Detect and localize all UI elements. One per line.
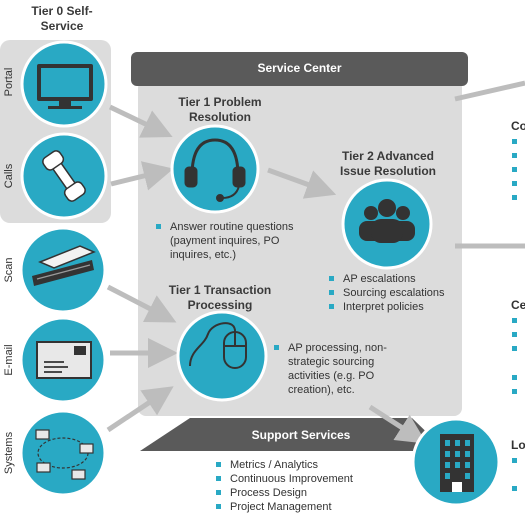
tier1-problem-title-line2: Resolution bbox=[189, 110, 251, 124]
tier1-processing-bullets: AP processing, non-strategic sourcing ac… bbox=[274, 341, 416, 397]
envelope-icon bbox=[36, 341, 92, 379]
right-panel-top-bullet bbox=[512, 153, 517, 158]
headset-icon bbox=[184, 138, 246, 202]
tier1-problem-bullets: Answer routine questions (payment inquir… bbox=[156, 220, 314, 262]
arrow-systems-to-processing bbox=[106, 386, 174, 433]
service-center-header: Service Center bbox=[257, 61, 342, 75]
right-panel-middle-bullet bbox=[512, 375, 517, 380]
portal-label: Portal bbox=[3, 67, 15, 97]
right-panel-bottom-title: Lo bbox=[511, 438, 525, 452]
right-panel-middle-bullet bbox=[512, 332, 517, 337]
tier2-title-line2: Issue Resolution bbox=[339, 164, 437, 178]
right-panel-middle-bullet bbox=[512, 389, 517, 394]
tier1-processing-bullet: AP processing, non-strategic sourcing ac… bbox=[274, 341, 416, 397]
tier1-problem-title: Tier 1 Problem Resolution bbox=[150, 95, 290, 125]
email-label: E-mail bbox=[3, 344, 15, 376]
mouse-icon bbox=[189, 322, 247, 369]
phone-icon bbox=[42, 150, 86, 202]
scan-label: Scan bbox=[3, 257, 15, 283]
arrow-tier1-to-tier2 bbox=[267, 167, 337, 199]
tier0-title: Tier 0 Self-Service bbox=[31, 4, 93, 33]
tier1-problem-bullet: Answer routine questions (payment inquir… bbox=[156, 220, 314, 262]
support-services-bullet: Metrics / Analytics bbox=[216, 458, 396, 472]
support-services-bullet: Continuous Improvement bbox=[216, 472, 396, 486]
right-panel-middle-bullet bbox=[512, 318, 517, 323]
right-panel-top-bullet bbox=[512, 181, 517, 186]
arrow-scan-to-processing bbox=[106, 284, 177, 323]
right-panel-bottom-bullet bbox=[512, 458, 517, 463]
support-services-bullets: Metrics / Analytics Continuous Improveme… bbox=[216, 458, 396, 514]
people-group-icon bbox=[359, 199, 415, 243]
tier1-processing-title-line2: Processing bbox=[187, 298, 253, 312]
tier2-bullet: Sourcing escalations bbox=[329, 286, 461, 300]
monitor-icon bbox=[37, 64, 93, 109]
right-panel-top-bullet bbox=[512, 139, 517, 144]
network-icon bbox=[35, 429, 94, 480]
tier2-bullets: AP escalations Sourcing escalations Inte… bbox=[329, 272, 461, 314]
right-panel-top-bullet bbox=[512, 195, 517, 200]
building-icon bbox=[440, 434, 474, 492]
tier2-bullet: AP escalations bbox=[329, 272, 461, 286]
arrow-portal-to-tier1 bbox=[108, 104, 173, 138]
support-services-bullet: Process Design bbox=[216, 486, 396, 500]
tier1-processing-title: Tier 1 Transaction Processing bbox=[150, 283, 290, 313]
service-center-header-bar bbox=[131, 52, 468, 86]
scanner-icon bbox=[32, 245, 96, 286]
right-panel-top-bullet bbox=[512, 167, 517, 172]
calls-label: Calls bbox=[3, 163, 15, 189]
arrow-to-right-top bbox=[454, 80, 525, 102]
arrow-to-building bbox=[368, 404, 427, 444]
systems-label: Systems bbox=[3, 431, 15, 475]
right-panel-middle-bullet bbox=[512, 346, 517, 351]
tier2-title-line1: Tier 2 Advanced bbox=[341, 149, 435, 163]
right-panel-bottom-bullet bbox=[512, 486, 517, 491]
right-panel-middle-title: Ce bbox=[511, 298, 525, 312]
tier2-title: Tier 2 Advanced Issue Resolution bbox=[318, 149, 458, 179]
support-services-bullet: Project Management bbox=[216, 500, 396, 514]
tier2-bullet: Interpret policies bbox=[329, 300, 461, 314]
tier1-processing-title-line1: Tier 1 Transaction bbox=[168, 283, 272, 297]
support-services-header: Support Services bbox=[251, 428, 351, 442]
tier1-problem-title-line1: Tier 1 Problem bbox=[178, 95, 262, 109]
right-panel-top-title: Co bbox=[511, 119, 525, 133]
arrow-calls-to-tier1 bbox=[110, 161, 174, 191]
support-services-header-bar bbox=[140, 418, 446, 451]
tier1-processing-circle bbox=[176, 310, 268, 402]
